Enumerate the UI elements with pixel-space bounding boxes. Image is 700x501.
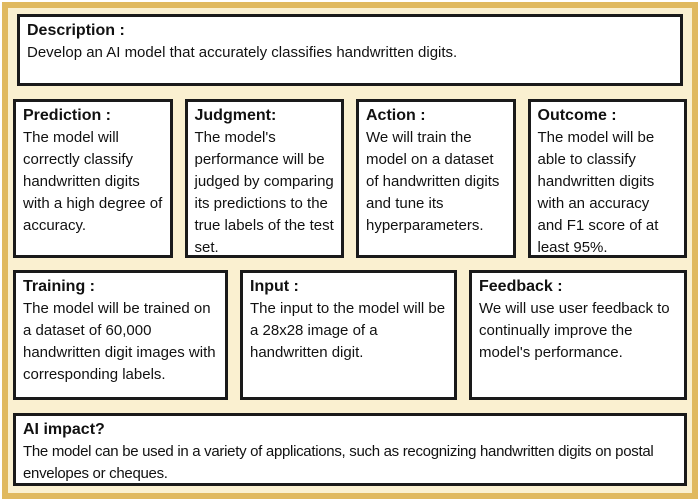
description-box: Description : Develop an AI model that a…	[17, 14, 683, 86]
action-body: We will train the model on a dataset of …	[366, 129, 500, 234]
prediction-title: Prediction :	[23, 107, 112, 124]
input-title: Input :	[250, 278, 299, 295]
training-box: Training : The model will be trained on …	[13, 270, 228, 400]
prediction-box: Prediction : The model will correctly cl…	[13, 99, 173, 258]
judgment-body: The model's performance will be judged b…	[194, 129, 334, 256]
description-title: Description :	[27, 22, 125, 39]
prediction-body: The model will correctly classify handwr…	[23, 129, 163, 234]
training-title: Training :	[23, 278, 95, 295]
row-training-input-feedback: Training : The model will be trained on …	[13, 270, 687, 400]
outcome-body: The model will be able to classify handw…	[537, 129, 659, 256]
outcome-title: Outcome :	[537, 107, 617, 124]
feedback-body: We will use user feedback to continually…	[479, 300, 670, 361]
row-prediction-judgment-action-outcome: Prediction : The model will correctly cl…	[13, 99, 687, 258]
action-title: Action :	[366, 107, 426, 124]
feedback-box: Feedback : We will use user feedback to …	[469, 270, 687, 400]
description-body: Develop an AI model that accurately clas…	[27, 44, 458, 61]
input-body: The input to the model will be a 28x28 i…	[250, 300, 446, 361]
input-box: Input : The input to the model will be a…	[240, 270, 457, 400]
training-body: The model will be trained on a dataset o…	[23, 300, 216, 383]
judgment-box: Judgment: The model's performance will b…	[184, 99, 344, 258]
outcome-box: Outcome : The model will be able to clas…	[527, 99, 687, 258]
ai-impact-box: AI impact? The model can be used in a va…	[13, 413, 687, 486]
action-box: Action : We will train the model on a da…	[356, 99, 516, 258]
ai-impact-title: AI impact?	[23, 421, 105, 438]
feedback-title: Feedback :	[479, 278, 563, 295]
ai-impact-body: The model can be used in a variety of ap…	[23, 443, 654, 482]
judgment-title: Judgment:	[194, 107, 277, 124]
